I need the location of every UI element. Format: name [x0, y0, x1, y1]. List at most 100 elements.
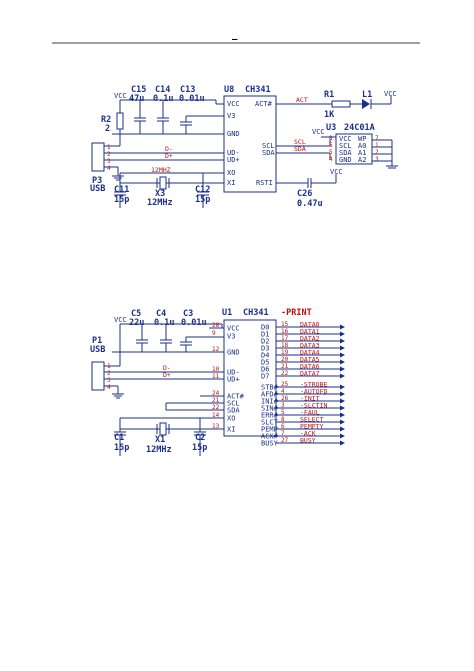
u8-pin-gnd: GND: [227, 130, 240, 138]
u8-pin-xi: XI: [227, 179, 235, 187]
u3-pinnum-3: 3: [375, 156, 379, 163]
u1-net-label-6: DATA6: [300, 363, 320, 371]
u1-pin-right-5: D5: [261, 359, 269, 367]
sda-net: SDA: [294, 145, 306, 153]
u1-pinnum-right-2: 17: [281, 335, 289, 342]
u1-left-pins: VCC28V39GND12UD-10UD+11ACT#24SCL21SDA22X…: [212, 322, 245, 434]
c26-value: 0.47u: [297, 199, 323, 209]
u1-net-label-0: DATA0: [300, 321, 320, 329]
u1-pinnum-right-14: 6: [281, 423, 285, 430]
u8-pin-act: ACT#: [255, 100, 273, 108]
u1-pin-right-0: D0: [261, 324, 269, 332]
c5-label: C5: [131, 309, 141, 319]
u1-net-label-14: PEMPTY: [300, 423, 324, 431]
u1-pin-6: SCL: [227, 400, 240, 408]
scl-net: SCL: [294, 138, 306, 146]
c15-value: 47u: [129, 94, 144, 104]
u1-net-arrow-15: [340, 433, 345, 439]
u1-net-arrow-9: [340, 391, 345, 397]
u1-pinnum-right-9: 4: [281, 388, 285, 395]
u8-pin-sda: SDA: [262, 149, 275, 157]
u3-pinnum-8: 8: [329, 135, 333, 142]
u1-net-label-16: BUSY: [300, 437, 316, 445]
u1-name: CH341: [243, 308, 269, 318]
u1-net-label-11: -SLCTIN: [300, 402, 327, 410]
u1-pin-0: VCC: [227, 325, 240, 333]
l1-led-symbol: [362, 99, 370, 109]
c4-label: C4: [156, 309, 166, 319]
u1-pinnum-right-8: 25: [281, 381, 289, 388]
u3-pinnum-6: 6: [329, 142, 333, 149]
c1-value: 15p: [114, 443, 129, 453]
c15-label: C15: [131, 85, 146, 95]
schematic-2: VCC C5 C4 C3 22u 0.1u 0.01u 1 2 3 4: [90, 308, 345, 456]
c3-value: 0.01u: [181, 318, 207, 328]
u3-pinnum-5: 5: [329, 149, 333, 156]
u3-pinnum-7: 7: [375, 135, 379, 142]
u1-net-arrow-16: [340, 440, 345, 446]
clk-net: 12MHZ: [151, 166, 171, 174]
p1-pin3: 3: [107, 377, 111, 384]
u1-pinnum-right-15: 7: [281, 430, 285, 437]
u8-pin-v3: V3: [227, 112, 235, 120]
u1-net-label-3: DATA3: [300, 342, 320, 350]
u1-pin-right-2: D2: [261, 338, 269, 346]
c1-label: C1: [114, 433, 124, 443]
r2-label: R2: [101, 115, 111, 125]
c26-vcc-label: VCC: [330, 168, 343, 176]
p3-pin1: 1: [107, 144, 111, 151]
u1-pin-right-11: SIN#: [261, 405, 279, 413]
u8-chip: [223, 95, 277, 193]
u1-net-arrow-8: [340, 384, 345, 390]
x1-label: X1: [155, 435, 165, 445]
u3-pinnum-4: 4: [329, 156, 333, 163]
p1-name: USB: [90, 345, 105, 355]
x1-value: 12MHz: [146, 445, 172, 455]
r2-symbol: [116, 112, 124, 130]
u1-pinnum-right-4: 19: [281, 349, 289, 356]
u1-net-label-10: -INIT: [300, 395, 320, 403]
c26-label: C26: [297, 189, 312, 199]
u8-pin-xo: XO: [227, 169, 235, 177]
u1-net-label-2: DATA2: [300, 335, 320, 343]
u3-pin-gnd: GND: [339, 156, 352, 164]
schematic-1: VCC C15 C14 C13 47u 0.1u 0.01u R2 2: [90, 85, 398, 209]
c13-value: 0.01u: [179, 94, 205, 104]
c2-value: 15p: [192, 443, 207, 453]
p3-pin2: 2: [107, 151, 111, 158]
u3-vcc-label: VCC: [312, 128, 325, 136]
u1-pinnum-left-7: 22: [212, 404, 220, 411]
u3-pinnum-2: 2: [375, 149, 379, 156]
c3-label: C3: [183, 309, 193, 319]
u1-pin-right-16: BUSY: [261, 440, 279, 448]
u1-net-arrow-13: [340, 419, 345, 425]
c14-label: C14: [155, 85, 170, 95]
u1-pinnum-right-0: 15: [281, 321, 289, 328]
u1-pinnum-right-11: 3: [281, 402, 285, 409]
u1-pinnum-right-16: 27: [281, 437, 289, 444]
u1-net-label-8: -STROBE: [300, 381, 327, 389]
u1-ref: U1: [222, 308, 232, 318]
u1-pinnum-left-4: 11: [212, 373, 220, 380]
u1-pinnum-left-3: 10: [212, 366, 220, 373]
u1-net-label-5: DATA5: [300, 356, 320, 364]
u1-net-arrow-6: [340, 366, 345, 372]
u1-pinnum-right-12: 5: [281, 409, 285, 416]
u1-net-arrow-7: [340, 373, 345, 379]
u8-ref: U8: [224, 85, 234, 95]
u1-pin-8: XO: [227, 415, 235, 423]
u1-pin-right-7: D7: [261, 373, 269, 381]
c13-label: C13: [180, 85, 195, 95]
x3-value: 12MHz: [147, 198, 173, 208]
p3-pin3: 3: [107, 158, 111, 165]
u1-pin-5: ACT#: [227, 393, 245, 401]
dm2-net: D-: [163, 364, 171, 372]
u3-pin-vcc: VCC: [339, 135, 352, 143]
u1-net-arrow-12: [340, 412, 345, 418]
r1-value: 1K: [324, 110, 335, 120]
u8-pin-rsti: RSTI: [256, 179, 273, 187]
u1-pinnum-right-1: 16: [281, 328, 289, 335]
